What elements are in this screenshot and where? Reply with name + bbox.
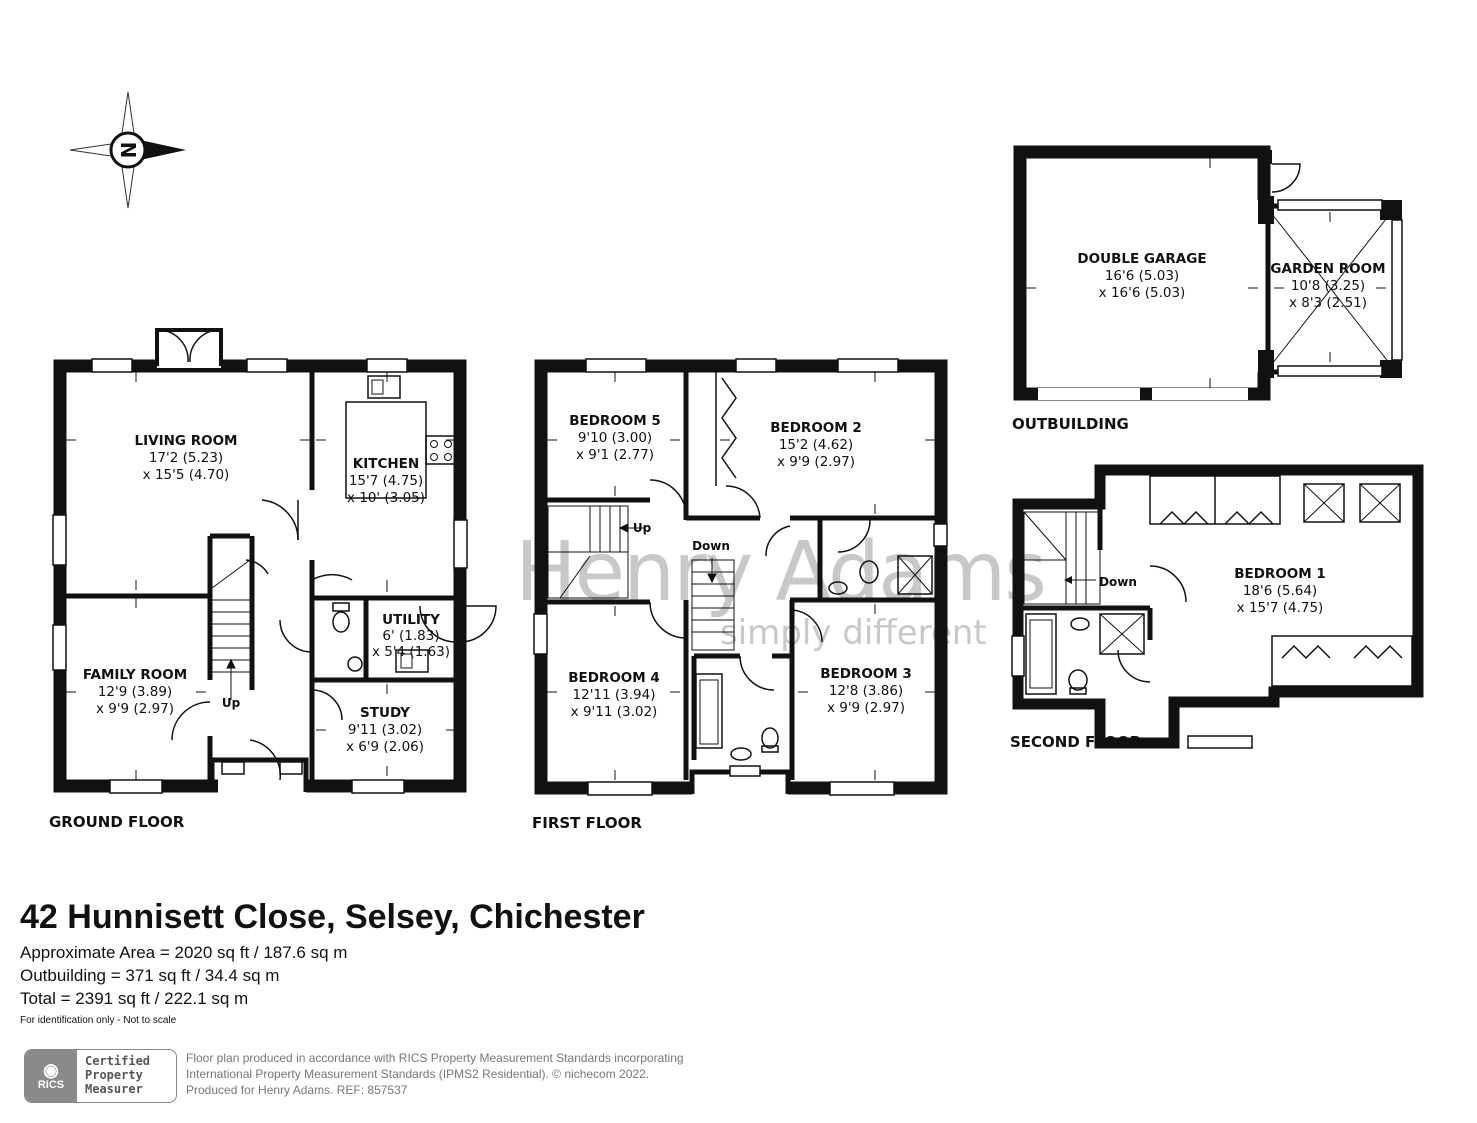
room-study-name: STUDY [360,705,410,721]
second-stair-down-label: Down [1099,575,1137,589]
room-family-room-dim2: x 9'9 (2.97) [96,701,174,717]
room-bedroom-5-dim1: 9'10 (3.00) [578,430,652,446]
first-floor-plan [533,358,948,796]
room-bedroom-1-name: BEDROOM 1 [1234,566,1326,582]
room-family-room-dim1: 12'9 (3.89) [98,684,172,700]
first-stair-up-label: Up [633,521,652,535]
room-bedroom-4-name: BEDROOM 4 [568,670,660,686]
outbuilding-area: Outbuilding = 371 sq ft / 34.4 sq m [20,966,280,985]
room-bedroom-4-dim2: x 9'11 (3.02) [571,704,658,720]
rics-crest-icon: ◉ [43,1060,59,1080]
ground-floor-plan [52,328,497,794]
room-bedroom-5-dim2: x 9'1 (2.77) [576,447,654,463]
room-study-dim1: 9'11 (3.02) [348,722,422,738]
room-bedroom-5-name: BEDROOM 5 [569,413,661,429]
outbuilding-labels: DOUBLE GARAGE 16'6 (5.03) x 16'6 (5.03) … [1077,251,1385,311]
ground-stair-label: Up [222,696,241,710]
compass-north-label: N [117,142,141,159]
disclaimer-line-3: Produced for Henry Adams. REF: 857537 [186,1083,408,1097]
identification-note: For identification only - Not to scale [20,1015,177,1026]
ground-floor-labels: LIVING ROOM 17'2 (5.23) x 15'5 (4.70) KI… [83,433,450,755]
first-floor-label: FIRST FLOOR [532,814,642,832]
disclaimer-line-2: International Property Measurement Stand… [186,1067,650,1081]
first-stair-down-label: Down [692,539,730,553]
second-floor-labels: BEDROOM 1 18'6 (5.64) x 15'7 (4.75) Down [1099,566,1326,616]
total-area: Total = 2391 sq ft / 222.1 sq m [20,989,249,1008]
badge-line-2: Property [85,1068,143,1082]
rics-certified-badge: ◉ RICS Certified Property Measurer [24,1049,177,1103]
room-double-garage-dim1: 16'6 (5.03) [1105,268,1179,284]
room-study-dim2: x 6'9 (2.06) [346,739,424,755]
room-garden-room-dim1: 10'8 (3.25) [1291,278,1365,294]
room-bedroom-1-dim1: 18'6 (5.64) [1243,583,1317,599]
room-utility-dim2: x 5'4 (1.63) [372,644,450,660]
room-garden-room-dim2: x 8'3 (2.51) [1289,295,1367,311]
rics-logo-text: RICS [37,1079,65,1091]
room-family-room-name: FAMILY ROOM [83,667,187,683]
second-floor-plan [1011,464,1424,749]
room-utility-dim1: 6' (1.83) [382,628,439,644]
room-kitchen-dim2: x 10' (3.05) [347,490,425,506]
outbuilding-label: OUTBUILDING [1012,415,1129,433]
outbuilding-plan [1013,145,1403,401]
room-bedroom-2-dim1: 15'2 (4.62) [779,437,853,453]
first-floor-labels: BEDROOM 5 9'10 (3.00) x 9'1 (2.77) BEDRO… [568,413,912,720]
room-garden-room-name: GARDEN ROOM [1270,261,1385,277]
room-living-room-name: LIVING ROOM [135,433,238,449]
badge-line-3: Measurer [85,1082,143,1096]
room-living-room-dim2: x 15'5 (4.70) [143,467,230,483]
watermark-brand: Henry Adams [515,525,1045,620]
compass-icon: N [69,91,186,209]
room-bedroom-1-dim2: x 15'7 (4.75) [1237,600,1324,616]
room-bedroom-3-dim1: 12'8 (3.86) [829,683,903,699]
room-living-room-dim1: 17'2 (5.23) [149,450,223,466]
ground-floor-label: GROUND FLOOR [49,813,185,831]
measurement-disclaimer: Floor plan produced in accordance with R… [186,1050,684,1098]
room-kitchen-name: KITCHEN [353,456,419,472]
room-bedroom-3-name: BEDROOM 3 [820,666,912,682]
badge-line-1: Certified [85,1054,151,1068]
second-floor-label: SECOND FLOOR [1010,733,1142,751]
property-address: 42 Hunnisett Close, Selsey, Chichester [20,898,645,936]
room-utility-name: UTILITY [382,612,440,628]
room-bedroom-2-dim2: x 9'9 (2.97) [777,454,855,470]
disclaimer-line-1: Floor plan produced in accordance with R… [186,1051,684,1065]
approximate-area: Approximate Area = 2020 sq ft / 187.6 sq… [20,943,348,962]
room-bedroom-4-dim1: 12'11 (3.94) [573,687,656,703]
room-bedroom-3-dim2: x 9'9 (2.97) [827,700,905,716]
room-kitchen-dim1: 15'7 (4.75) [349,473,423,489]
room-double-garage-name: DOUBLE GARAGE [1077,251,1206,267]
room-double-garage-dim2: x 16'6 (5.03) [1099,285,1186,301]
rics-logo: ◉ RICS [25,1050,77,1102]
room-bedroom-2-name: BEDROOM 2 [770,420,862,436]
